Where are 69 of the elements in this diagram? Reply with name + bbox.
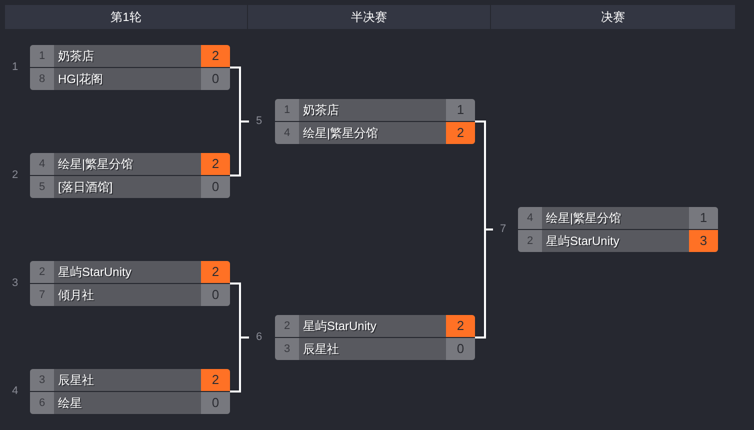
team-row [275,99,475,121]
match-number: 5 [254,114,264,129]
score-value: 3 [689,230,718,252]
score-value: 2 [446,315,475,337]
match-number: 3 [10,276,20,291]
score-value: 2 [201,153,230,175]
bracket-line [475,228,493,338]
bracket-line [230,336,249,392]
seed-number: 4 [30,153,54,175]
round-header: 决赛 [491,5,735,29]
team-name: 绘星|繁星分馆 [302,125,380,142]
team-name: 星屿StarUnity [302,318,378,335]
score-value: 2 [446,122,475,144]
team-row [275,315,475,337]
match-number: 4 [10,384,20,399]
team-name: [落日酒馆] [57,179,114,196]
team-row [30,369,230,391]
team-row [30,68,230,90]
score-value: 0 [446,338,475,360]
round-header: 半决赛 [248,5,490,29]
seed-number: 2 [518,230,542,252]
team-name: 傾月社 [57,287,95,304]
team-name: 辰星社 [57,372,95,389]
team-row [518,230,718,252]
team-row [30,284,230,306]
team-name: HG|花阁 [57,71,104,88]
score-value: 1 [689,207,718,229]
score-value: 1 [446,99,475,121]
seed-number: 3 [30,369,54,391]
team-row [30,153,230,175]
team-name: 奶茶店 [302,102,340,119]
score-value: 0 [201,68,230,90]
team-row [30,392,230,414]
match-number: 6 [254,330,264,345]
score-value: 0 [201,284,230,306]
team-name: 奶茶店 [57,48,95,65]
seed-number: 5 [30,176,54,198]
seed-number: 1 [275,99,299,121]
team-name: 星屿StarUnity [57,264,132,281]
score-value: 2 [201,369,230,391]
seed-number: 4 [518,207,542,229]
team-name: 绘星|繁星分馆 [57,156,134,173]
match-number: 7 [498,222,508,237]
round-header: 第1轮 [5,5,247,29]
seed-number: 4 [275,122,299,144]
team-name: 绘星 [57,395,83,412]
team-row [30,261,230,283]
seed-number: 3 [275,338,299,360]
seed-number: 8 [30,68,54,90]
team-row [30,45,230,67]
seed-number: 2 [30,261,54,283]
seed-number: 6 [30,392,54,414]
match-number: 2 [10,168,20,183]
seed-number: 1 [30,45,54,67]
seed-number: 7 [30,284,54,306]
team-row [275,122,475,144]
team-row [275,338,475,360]
team-row [30,176,230,198]
score-value: 2 [201,261,230,283]
seed-number: 2 [275,315,299,337]
score-value: 0 [201,392,230,414]
score-value: 0 [201,176,230,198]
score-value: 2 [201,45,230,67]
team-row [518,207,718,229]
match-number: 1 [10,60,20,75]
bracket-line [230,120,249,176]
team-name: 辰星社 [302,341,340,358]
team-name: 绘星|繁星分馆 [545,210,622,227]
team-name: 星屿StarUnity [545,233,620,250]
